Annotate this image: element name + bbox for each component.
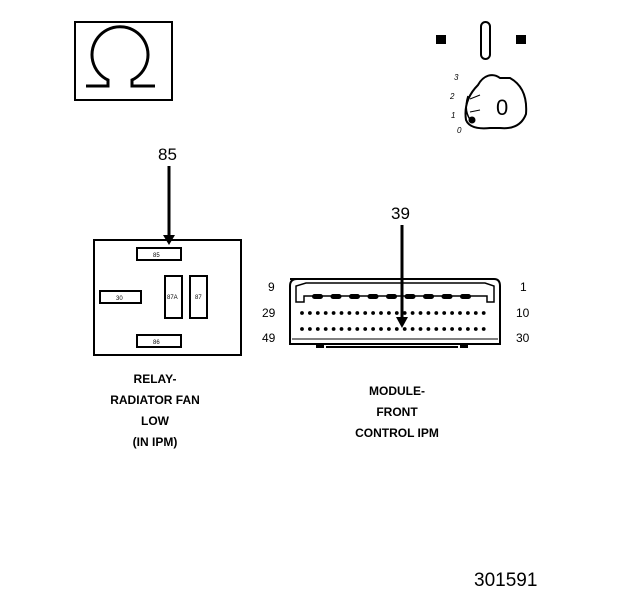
module-pointer: 39 [391,204,410,328]
key-position-label: 0 [457,126,462,135]
row-label-left: 9 [268,280,275,294]
module-caption: MODULE- FRONT CONTROL IPM [322,381,472,444]
connector-pin [394,327,399,331]
connector-pin [312,294,323,299]
connector-pin [367,294,379,299]
connector-pin [466,311,470,315]
relay-caption-line: RADIATOR FAN [110,393,200,407]
relay-pin-87: 87 [195,295,202,301]
connector-pin [402,327,407,331]
module-connector: 9 29 49 1 10 30 [262,278,530,348]
connector-pin [300,311,304,315]
connector-pin [434,327,439,331]
connector-pin [404,294,416,299]
relay-pin-86: 86 [153,340,160,346]
relay-pin-85: 85 [153,253,160,259]
relay-caption-line: (IN IPM) [132,435,178,449]
connector-pins-row-1 [312,294,471,299]
relay-pointer: 85 [158,145,177,245]
connector-pin [371,327,375,331]
row-label-right: 30 [516,331,530,345]
key-position-label: 2 [449,92,455,101]
connector-pin [308,327,312,331]
module-caption-line: MODULE- [369,384,425,398]
connector-pin [347,327,352,331]
connector-pin [466,327,470,331]
connector-pin [442,327,447,331]
connector-pin [315,327,320,331]
connector-pin [363,311,368,315]
module-caption-line: CONTROL IPM [355,426,439,440]
connector-pin [418,327,423,331]
connector-pin [349,294,360,299]
connector-pin [379,327,383,331]
connector-pin [300,327,304,331]
figure-number: 301591 [474,570,537,591]
connector-pin [387,311,391,315]
connector-pin [441,294,453,299]
row-label-left: 29 [262,306,276,320]
connector-pin [418,311,423,315]
connector-pin [386,294,397,299]
connector-pin [315,311,320,315]
module-caption-line: FRONT [376,405,418,419]
connector-pin [355,327,360,331]
connector-pin [339,311,344,315]
connector-pin [481,327,486,331]
connector-pin [410,311,415,315]
connector-pin [450,327,454,331]
connector-pin [450,311,454,315]
relay-body: 85 30 87A 87 86 [93,239,242,356]
connector-pins-row-2 [300,311,486,315]
connector-pin [426,311,431,315]
row-label-left: 49 [262,331,276,345]
connector-pin [371,311,375,315]
connector-pins-row-3 [300,327,486,331]
connector-pin [339,327,344,331]
key-position-label: 1 [451,111,455,120]
ohmmeter-icon [74,21,173,101]
connector-pin [434,311,439,315]
relay-pin-87a: 87A [167,295,178,301]
key-position-label: 3 [454,73,459,82]
connector-pin [426,327,431,331]
ignition-key-icon: 3 2 1 0 0 [436,21,528,135]
connector-pin [355,311,360,315]
connector-pin [331,327,336,331]
connector-pin [473,327,478,331]
connector-pin [363,327,368,331]
relay-caption-line: LOW [141,414,169,428]
connector-pin [442,311,447,315]
connector-pin [331,311,336,315]
connector-pin [458,311,462,315]
relay-pointer-label: 85 [158,145,177,164]
connector-pin [379,311,383,315]
connector-pin [473,311,478,315]
key-label: 0 [496,95,508,120]
relay-caption-line: RELAY- [133,372,177,386]
connector-pin [481,311,486,315]
connector-pin [402,311,407,315]
connector-pin [394,311,399,315]
connector-pin [410,327,415,331]
connector-pin [423,294,434,299]
connector-pin [323,327,328,331]
connector-pin [347,311,352,315]
connector-pin [458,327,462,331]
relay-caption: RELAY- RADIATOR FAN LOW (IN IPM) [80,369,230,453]
row-label-right: 1 [520,280,527,294]
relay-pin-30: 30 [116,296,123,302]
module-pointer-label: 39 [391,204,410,223]
connector-pin [323,311,328,315]
row-label-right: 10 [516,306,530,320]
connector-pin [308,311,312,315]
connector-pin [330,294,342,299]
connector-pin [460,294,471,299]
connector-pin [387,327,391,331]
